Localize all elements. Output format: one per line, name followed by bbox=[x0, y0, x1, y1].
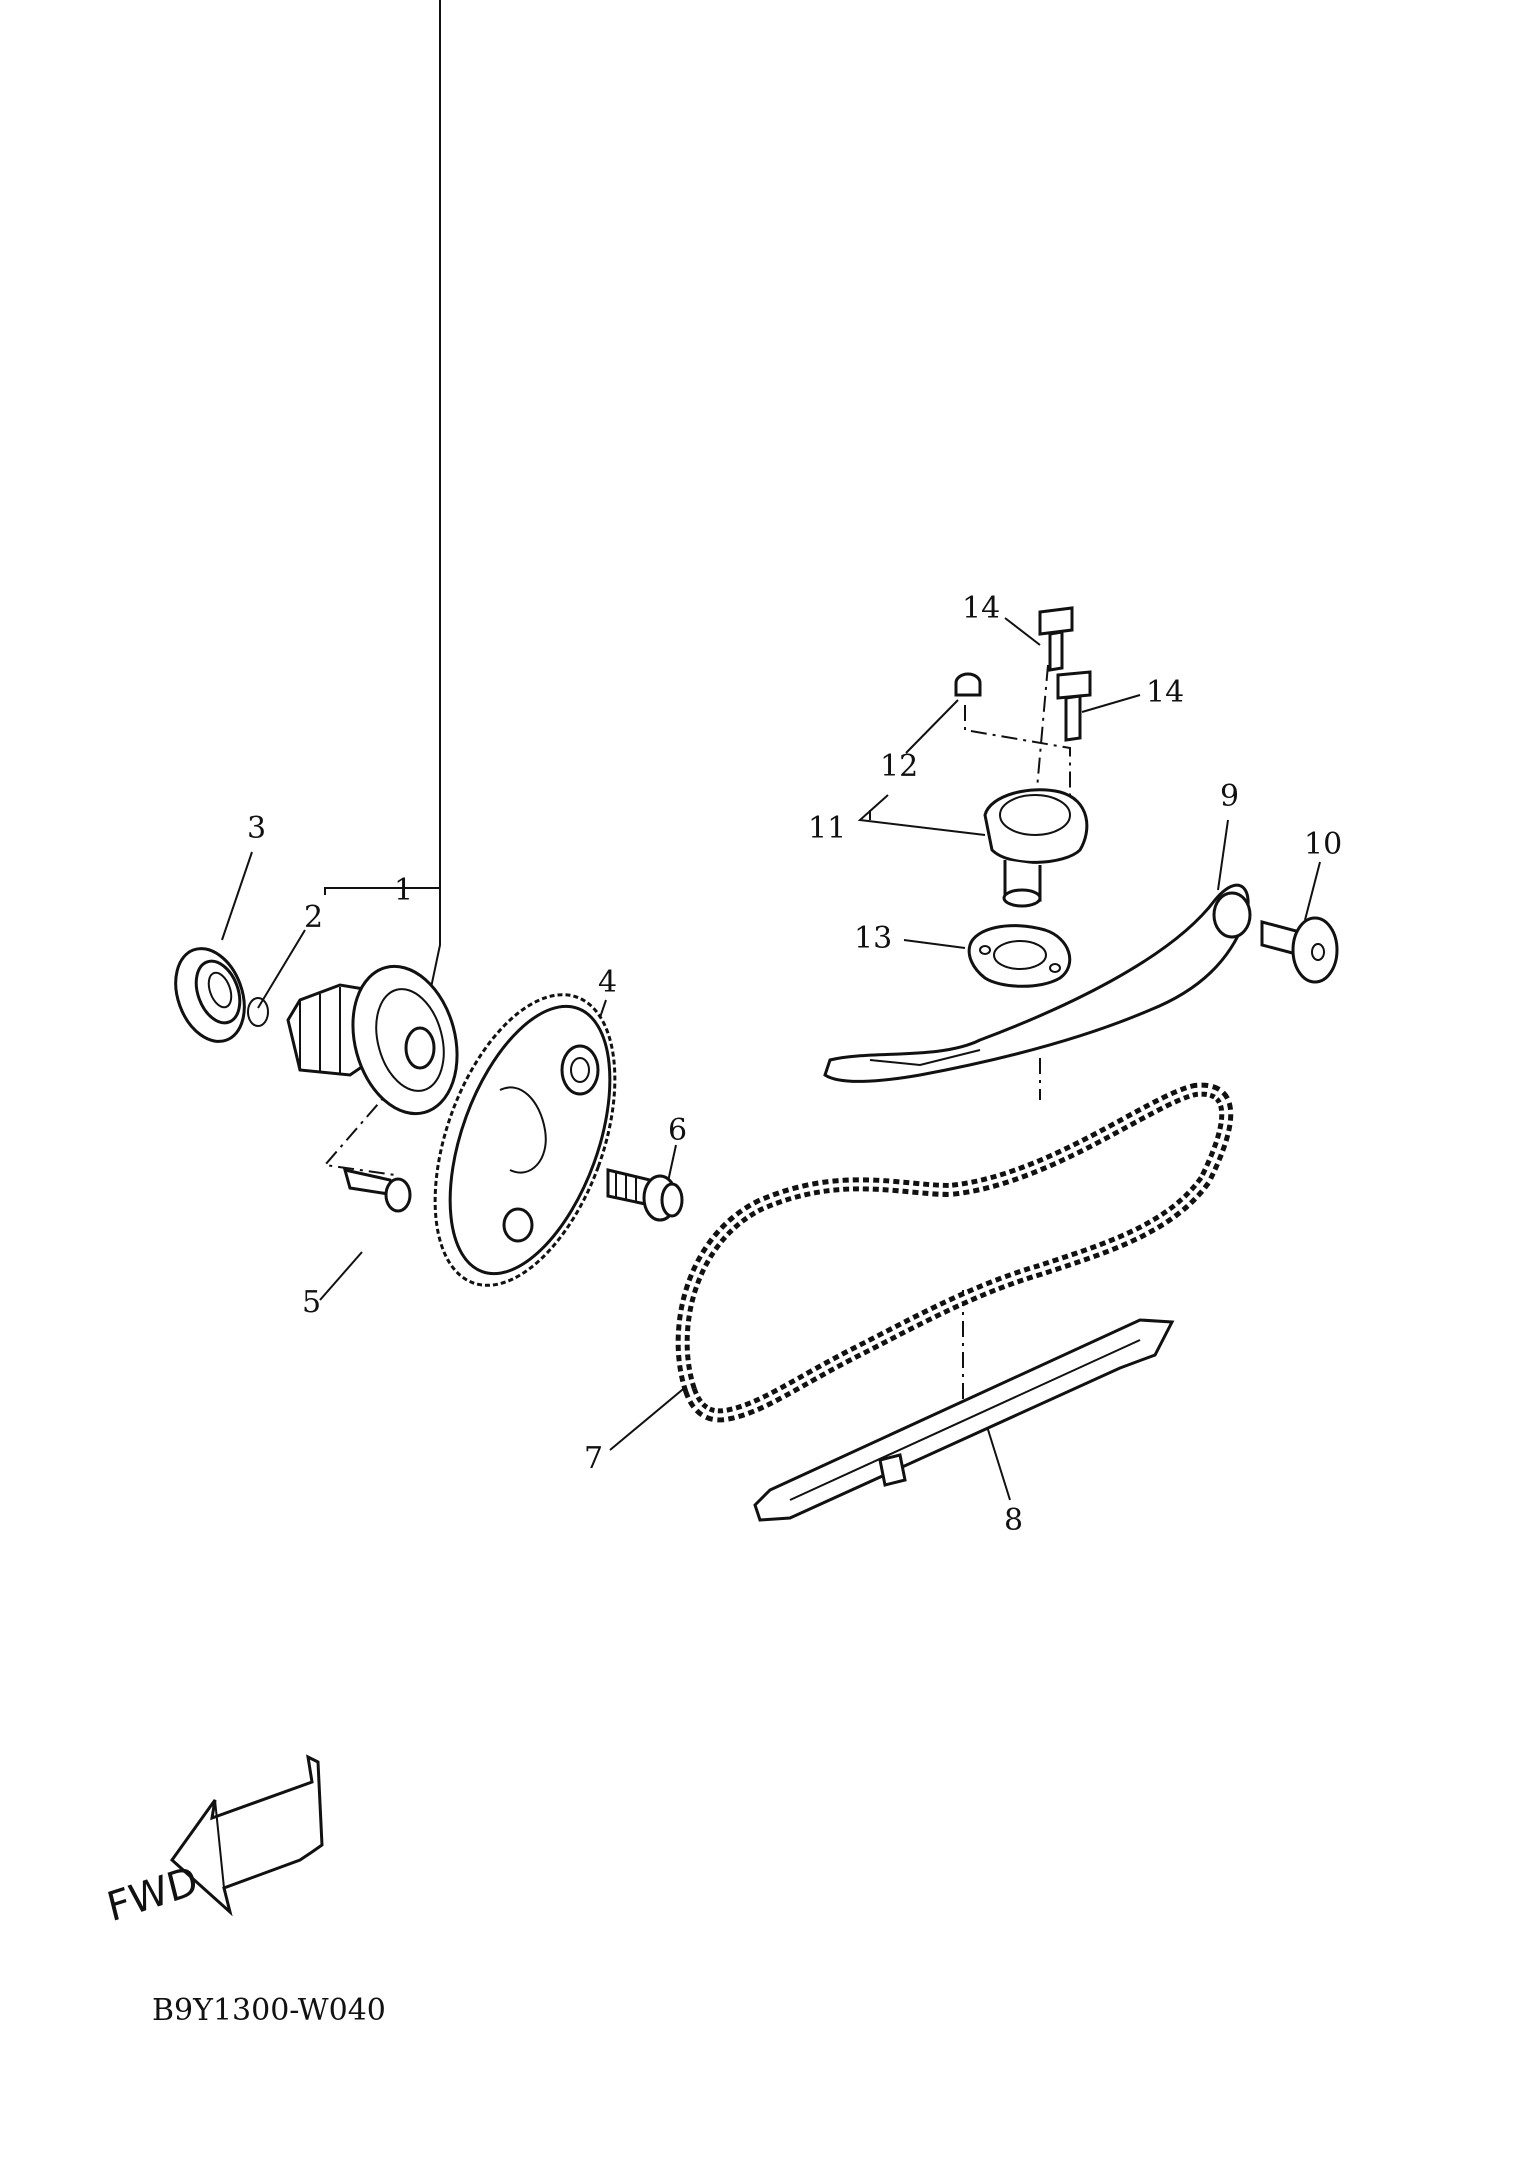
decompressor-part bbox=[342, 1167, 412, 1213]
callout-14-top: 14 bbox=[962, 591, 1000, 626]
circlip-part bbox=[247, 997, 269, 1027]
callout-12: 12 bbox=[880, 749, 918, 784]
callout-14-right: 14 bbox=[1146, 675, 1184, 710]
chain-tensioner-part bbox=[983, 788, 1089, 908]
callout-6: 6 bbox=[668, 1113, 687, 1148]
alignment-lines bbox=[323, 664, 1071, 1405]
callout-9: 9 bbox=[1220, 779, 1239, 814]
fwd-label: FWD bbox=[103, 1858, 203, 1932]
callout-1: 1 bbox=[394, 873, 413, 908]
callout-5: 5 bbox=[302, 1285, 321, 1320]
tensioner-bolt-top-part bbox=[1038, 606, 1074, 672]
leader-lines bbox=[221, 0, 1321, 1501]
callout-labels: 1 2 3 4 5 6 7 8 9 10 11 12 13 14 14 bbox=[247, 591, 1342, 1538]
callout-7: 7 bbox=[584, 1441, 603, 1476]
callout-4: 4 bbox=[598, 965, 617, 1000]
pivot-bolt-part bbox=[1260, 916, 1339, 984]
fwd-direction-arrow: FWD bbox=[103, 1754, 324, 1932]
diagram-code: B9Y1300-W040 bbox=[152, 1993, 386, 2028]
bearing-part bbox=[174, 947, 246, 1043]
callout-13: 13 bbox=[854, 921, 892, 956]
tensioner-arm-part bbox=[823, 883, 1252, 1083]
camshaft-part bbox=[286, 964, 459, 1116]
cam-chain-part bbox=[675, 1082, 1234, 1423]
sprocket-bolt-part bbox=[606, 1168, 684, 1222]
callout-10: 10 bbox=[1304, 827, 1342, 862]
callout-8: 8 bbox=[1004, 1503, 1023, 1538]
callout-3: 3 bbox=[247, 811, 266, 846]
callout-11: 11 bbox=[808, 811, 846, 846]
cam-sprocket-part bbox=[433, 993, 617, 1287]
tensioner-bolt-right-part bbox=[1056, 670, 1092, 742]
tensioner-cap-part bbox=[954, 672, 982, 697]
chain-guide-part bbox=[753, 1318, 1175, 1522]
tensioner-gasket-part bbox=[967, 924, 1072, 988]
callout-2: 2 bbox=[304, 900, 323, 935]
